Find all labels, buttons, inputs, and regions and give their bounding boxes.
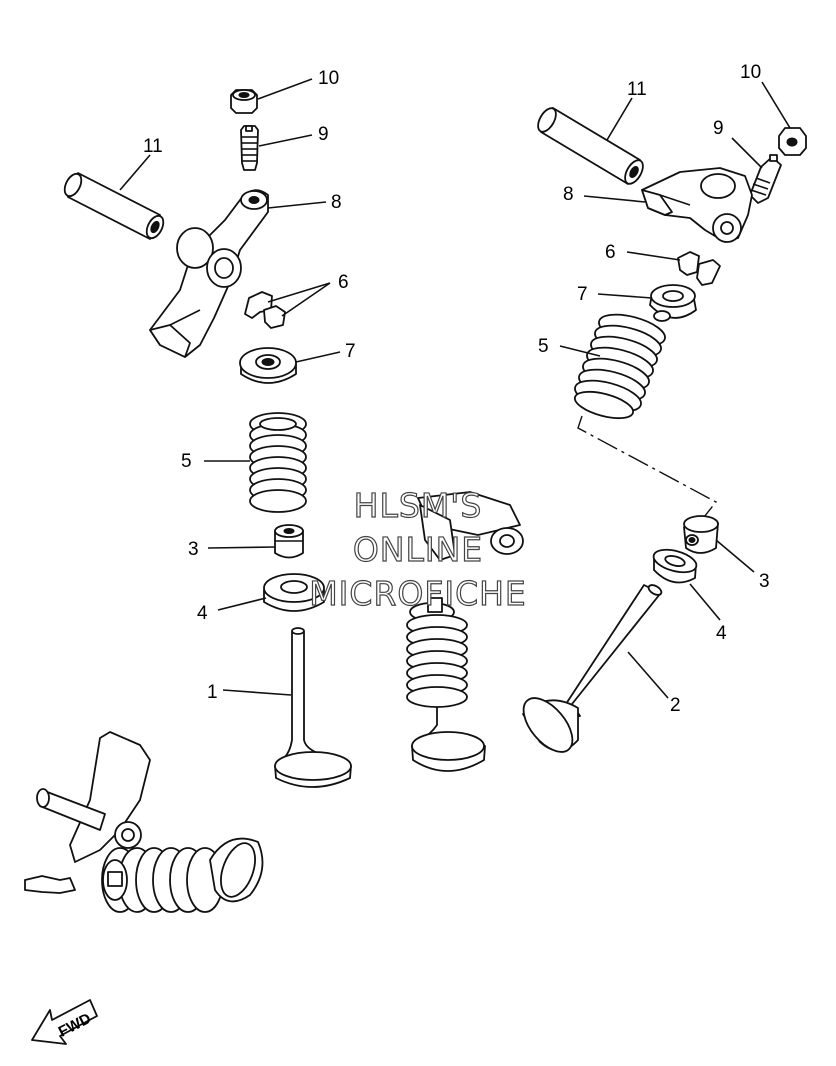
watermark-line-3: MICROFICHE xyxy=(309,573,527,613)
callout-left-10: 10 xyxy=(318,68,339,89)
callout-left-8: 8 xyxy=(331,192,342,213)
callout-left-1: 1 xyxy=(207,682,218,703)
rocker-shaft-left xyxy=(63,172,165,240)
assembled-rocker-valve-lower xyxy=(24,731,264,913)
spring-retainer-left xyxy=(239,347,297,384)
exhaust-valve xyxy=(522,584,663,753)
callout-left-9: 9 xyxy=(318,124,329,145)
callout-right-8: 8 xyxy=(563,184,574,205)
rocker-arm-left xyxy=(149,189,269,358)
adjusting-screw-left xyxy=(240,125,259,171)
callout-right-10: 10 xyxy=(740,62,761,83)
valve-cotters-left xyxy=(244,291,286,329)
valve-spring-right xyxy=(573,313,666,420)
stem-seal-right xyxy=(683,515,719,554)
forward-direction-arrow: FWD xyxy=(31,999,98,1045)
callout-left-6: 6 xyxy=(338,272,349,293)
spring-seat-left xyxy=(263,573,325,612)
stem-seal-left xyxy=(274,524,304,559)
callout-left-4: 4 xyxy=(197,603,208,624)
callout-left-11: 11 xyxy=(143,136,163,157)
watermark-line-2: ONLINE xyxy=(352,529,484,569)
spring-seat-right xyxy=(652,548,698,584)
adjusting-screw-right xyxy=(749,154,782,204)
callout-right-5: 5 xyxy=(538,336,549,357)
valve-cotters-right xyxy=(677,251,721,286)
callout-right-9: 9 xyxy=(713,118,724,139)
callout-right-2: 2 xyxy=(670,695,681,716)
callout-right-4: 4 xyxy=(716,623,727,644)
spring-retainer-right xyxy=(649,284,697,322)
nut-left xyxy=(230,89,258,114)
callout-right-6: 6 xyxy=(605,242,616,263)
watermark-line-1: HLSM'S xyxy=(353,485,483,525)
assembled-valve-center xyxy=(406,491,524,772)
valve-spring-left xyxy=(249,412,307,513)
intake-valve xyxy=(274,627,352,788)
callout-right-7: 7 xyxy=(577,284,588,305)
nut-right xyxy=(778,127,807,156)
assembly-centerline xyxy=(577,415,718,523)
rocker-arm-right xyxy=(641,167,753,243)
callout-left-5: 5 xyxy=(181,451,192,472)
rocker-shaft-right xyxy=(537,107,644,185)
callout-right-11: 11 xyxy=(627,79,647,100)
callout-left-3: 3 xyxy=(188,539,199,560)
callout-left-7: 7 xyxy=(345,341,356,362)
callout-right-3: 3 xyxy=(759,571,770,592)
